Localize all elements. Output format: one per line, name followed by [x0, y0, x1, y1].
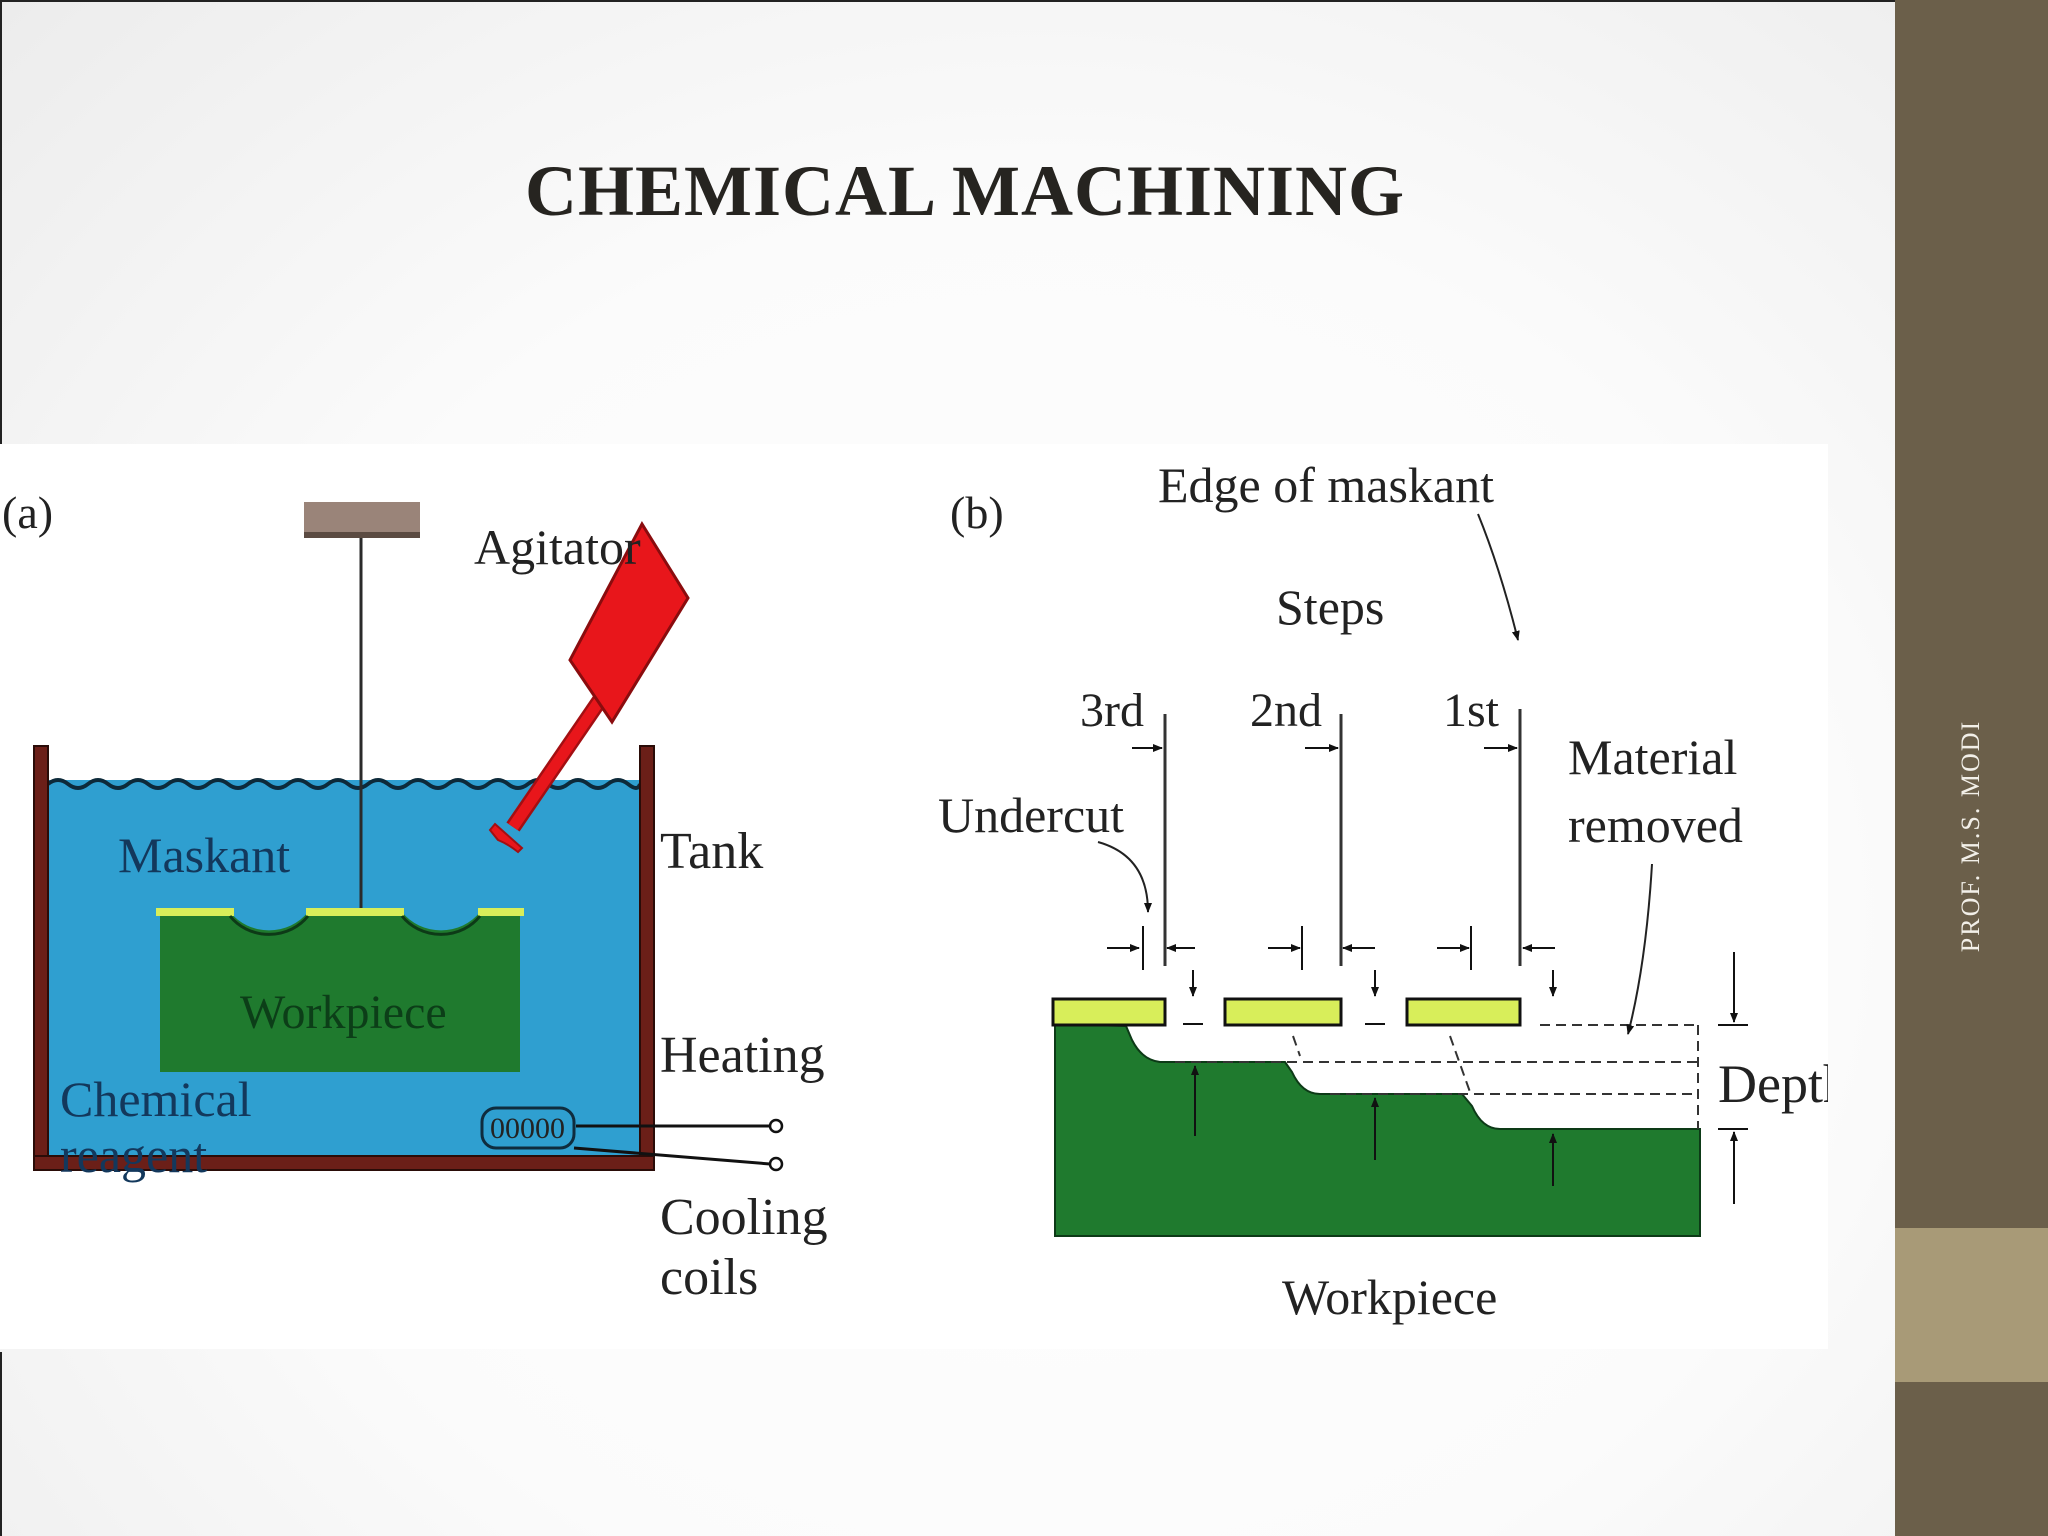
holder-block-edge: [304, 532, 420, 538]
workpiece-a: [160, 912, 520, 1072]
heating-label: Heating: [660, 1027, 825, 1084]
maskant-label: Maskant: [118, 827, 290, 883]
undercut-dimension-arrows: [1107, 926, 1555, 970]
depth-label: Depth: [1718, 1054, 1828, 1114]
depth-dimension: [1718, 952, 1748, 1204]
coil-windings: 00000: [490, 1112, 565, 1145]
maskant-bar: [1223, 997, 1343, 1027]
thickness-arrows: [1183, 970, 1557, 1186]
workpiece-b: [1054, 1022, 1701, 1237]
tank-wall-right: [639, 745, 655, 1171]
material-removed-outline: [1175, 1024, 1699, 1129]
figure-b-tag: (b): [950, 487, 1004, 538]
tank-bottom: [33, 1155, 655, 1171]
step-3rd-label: 3rd: [1080, 684, 1144, 737]
undercut-label: Undercut: [938, 787, 1124, 843]
removed-label: removed: [1568, 797, 1743, 853]
coils-label: coils: [660, 1249, 758, 1306]
agitator-label: Agitator: [474, 519, 641, 575]
figure-panel: (a) 00000: [0, 444, 1828, 1349]
cooling-label: Cooling: [660, 1189, 828, 1246]
agitator: [488, 520, 690, 854]
frame-line: [0, 0, 2, 445]
cooling-lead: [573, 1146, 771, 1166]
maskant-strip: [306, 908, 404, 916]
pocket-outline: [228, 915, 310, 936]
terminal: [768, 1156, 784, 1172]
chemical-machining-diagram: (a) 00000: [2, 457, 1828, 1325]
maskant-strip: [478, 908, 524, 916]
frame-line: [0, 0, 1895, 2]
undercut-pointer: [1097, 841, 1152, 913]
figure-a: (a) 00000: [2, 487, 828, 1306]
steps-label: Steps: [1276, 579, 1384, 635]
maskant-strip: [156, 908, 234, 916]
coil-housing: [480, 1106, 576, 1150]
frame-line: [0, 1352, 2, 1536]
slide-title: CHEMICAL MACHINING: [524, 151, 1406, 231]
terminal: [768, 1118, 784, 1134]
material-label: Material: [1568, 729, 1737, 785]
tank-wall-left: [33, 745, 49, 1171]
material-removed-pointer: [1626, 863, 1653, 1035]
edge-of-maskant-label: Edge of maskant: [1158, 457, 1494, 513]
pocket-outline: [400, 915, 482, 936]
workpiece-a-label: Workpiece: [240, 986, 447, 1039]
reagent-label: reagent: [60, 1127, 207, 1183]
author-credit: PROF. M.S. MODI: [1956, 719, 1985, 953]
edge-pointer: [1477, 513, 1520, 641]
maskant-bar: [1405, 997, 1522, 1027]
tank-label: Tank: [660, 823, 763, 880]
maskant-bar: [1051, 997, 1167, 1027]
figure-b: (b): [938, 457, 1828, 1325]
sidebar-accent-block: [1895, 1228, 2048, 1382]
figure-a-tag: (a): [2, 487, 53, 538]
chemical-label: Chemical: [60, 1071, 252, 1127]
step-2nd-label: 2nd: [1250, 684, 1322, 737]
workpiece-b-label: Workpiece: [1282, 1269, 1497, 1325]
step-1st-label: 1st: [1443, 684, 1500, 737]
